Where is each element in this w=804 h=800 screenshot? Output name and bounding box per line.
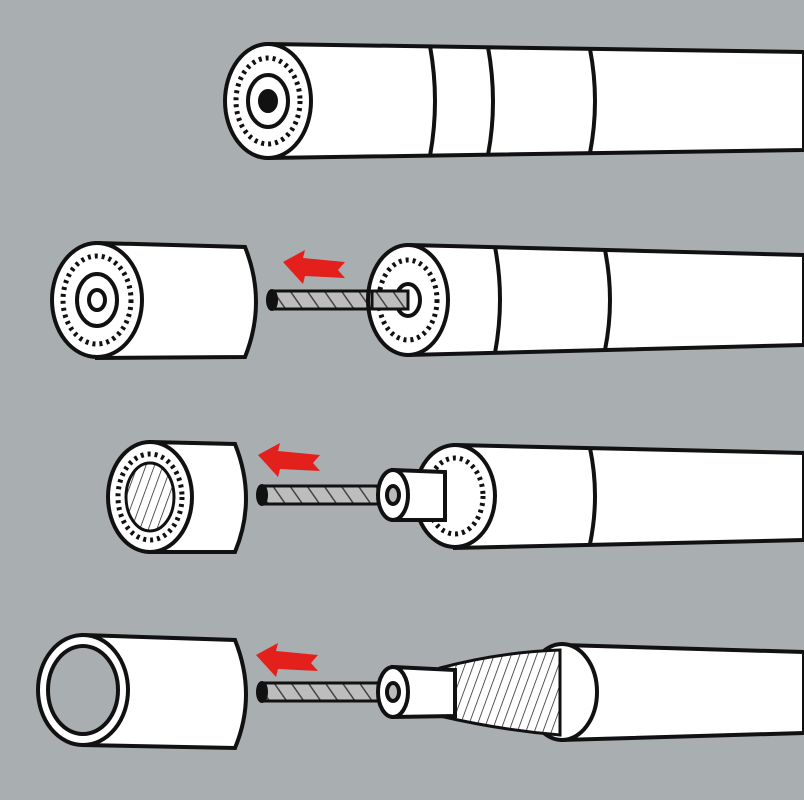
step-3-center-wire xyxy=(256,681,394,703)
step-1-cut-piece xyxy=(50,240,258,361)
step-1-cable xyxy=(366,242,804,358)
step-2-cable xyxy=(376,442,804,551)
arrow-left-icon xyxy=(256,643,318,677)
arrow-left-icon xyxy=(258,443,320,477)
intact-cable xyxy=(223,41,804,161)
step-2-cut-piece xyxy=(106,439,248,554)
step-2-center-wire xyxy=(256,484,394,506)
step-3-cut-tube xyxy=(36,632,248,751)
step-3-cable xyxy=(376,642,804,743)
arrow-left-icon xyxy=(283,250,345,284)
step-1-wire-front xyxy=(370,289,410,311)
